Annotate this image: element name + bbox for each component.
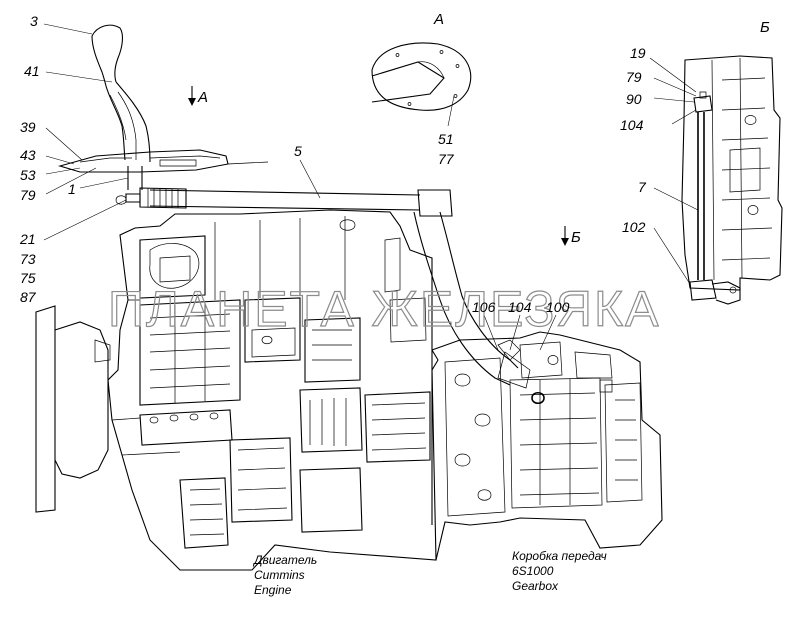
callout-73: 73 [20, 251, 36, 267]
caption-gearbox-line-1: Коробка передач [512, 549, 607, 563]
view-mark-b-arrow: Б [571, 229, 581, 246]
caption-engine-line-1: Двигатель [252, 553, 317, 567]
callout-75: 75 [20, 270, 36, 286]
view-mark-b-detail: Б [760, 19, 770, 36]
callout-5: 5 [294, 143, 302, 159]
callout-77: 77 [438, 151, 455, 167]
callout-19: 19 [630, 45, 646, 61]
shift-rod [115, 187, 545, 405]
view-b-detail [681, 55, 783, 305]
callout-87: 87 [20, 289, 37, 305]
leader-lines [43, 23, 699, 351]
callout-39: 39 [20, 119, 36, 135]
watermark: ПЛАНЕТА ЖЕЛЕЗЯКА [108, 281, 660, 337]
caption-engine-line-3: Engine [254, 583, 292, 597]
callout-1: 1 [68, 181, 76, 197]
callout-104-view-b: 104 [620, 117, 644, 133]
engine-drawing [35, 209, 439, 571]
callout-7: 7 [638, 179, 647, 195]
callout-106: 106 [472, 299, 496, 315]
callout-102: 102 [622, 219, 646, 235]
gearbox-drawing [431, 331, 663, 561]
callout-21: 21 [19, 231, 36, 247]
caption-gearbox-line-2: 6S1000 [512, 564, 554, 578]
view-arrows [188, 86, 569, 246]
shift-lever [58, 24, 269, 190]
callout-51: 51 [438, 131, 454, 147]
callout-79-view-b: 79 [626, 69, 642, 85]
caption-engine-line-2: Cummins [254, 568, 305, 582]
callout-90: 90 [626, 91, 642, 107]
callout-43: 43 [20, 147, 36, 163]
callout-41: 41 [24, 63, 40, 79]
view-a-detail [371, 42, 472, 111]
view-mark-a-detail: А [433, 11, 444, 28]
callout-53: 53 [20, 167, 36, 183]
caption-gearbox-line-3: Gearbox [512, 579, 559, 593]
view-mark-a-top: А [197, 89, 208, 106]
callout-79-lever: 79 [20, 187, 36, 203]
callout-100: 100 [546, 299, 570, 315]
callout-3: 3 [30, 13, 38, 29]
callout-104-gearbox: 104 [508, 299, 532, 315]
